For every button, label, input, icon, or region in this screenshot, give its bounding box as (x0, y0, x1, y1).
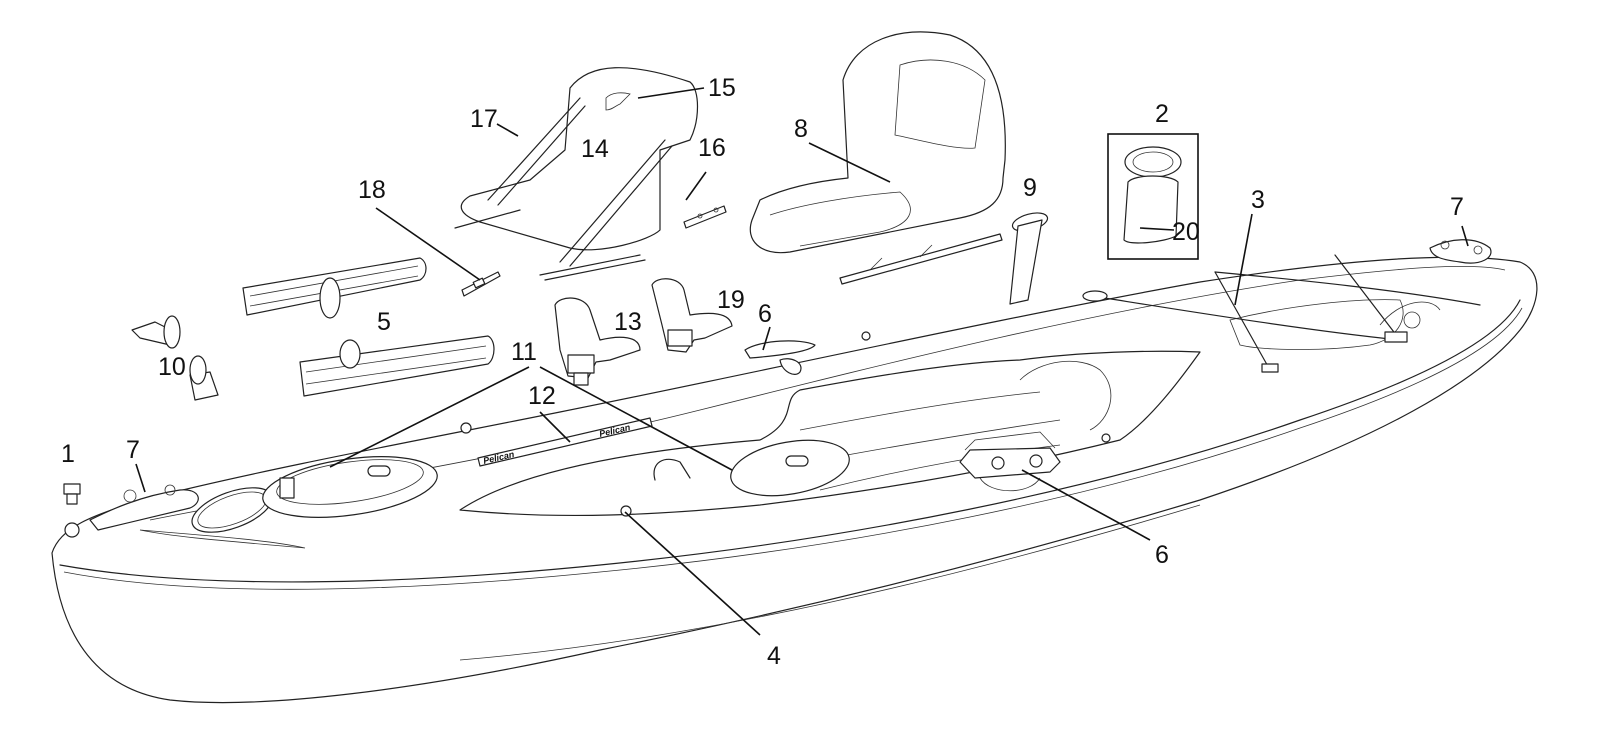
kayak-hull (51, 256, 1538, 704)
frame-seat-part (454, 67, 699, 281)
callout-7-bow: 7 (126, 436, 140, 464)
center-hatch (653, 439, 850, 497)
callout-6-lower: 6 (1155, 541, 1169, 569)
seat-part (749, 31, 1006, 285)
callout-17: 17 (470, 105, 498, 133)
callout-5: 5 (377, 308, 391, 336)
callout-11: 11 (511, 338, 537, 366)
callout-16: 16 (698, 134, 726, 162)
bungee-cords (1082, 254, 1481, 373)
callout-18: 18 (358, 176, 386, 204)
callout-7-stern: 7 (1450, 193, 1464, 221)
callout-19: 19 (717, 286, 745, 314)
leader-lines (135, 87, 1469, 636)
callout-14: 14 (581, 135, 609, 163)
callout-3: 3 (1251, 186, 1265, 214)
seat-bracket-part (683, 205, 727, 229)
rod-holder-13-part (554, 297, 641, 386)
callout-13: 13 (614, 308, 642, 336)
hatch-kit-box (1107, 133, 1199, 260)
brand-text: Pelican (482, 449, 515, 466)
callout-4: 4 (767, 642, 781, 670)
paddle-holder-lower (959, 431, 1061, 491)
callout-12: 12 (528, 382, 556, 410)
drain-plug-part (63, 483, 81, 505)
bow-oval-hatch (191, 487, 273, 533)
callout-labels: 1 2 3 4 5 6 6 7 7 8 9 10 11 12 13 14 15 … (61, 74, 1464, 670)
callout-1: 1 (61, 440, 75, 468)
callout-2: 2 (1155, 100, 1169, 128)
footrest-pedals-part (131, 315, 219, 401)
stern-carry-handle (1429, 239, 1492, 264)
footrest-rails-part (242, 257, 495, 397)
buckle-strap-part (461, 271, 501, 297)
callout-8: 8 (794, 115, 808, 143)
deck-loops (460, 331, 1111, 517)
bow-carry-handle (64, 484, 199, 538)
flush-rod-holder-part (1009, 212, 1049, 305)
callout-15: 15 (708, 74, 736, 102)
paddle-holder-upper (744, 340, 816, 375)
callout-6-upper: 6 (758, 300, 772, 328)
bow-round-hatch (262, 456, 438, 518)
callout-9: 9 (1023, 174, 1037, 202)
rod-holder-19-part (651, 278, 733, 353)
callout-20: 20 (1172, 218, 1200, 246)
callout-10: 10 (158, 353, 186, 381)
brand-text: Pelican (598, 422, 631, 439)
ruler-decal: Pelican Pelican (477, 417, 653, 467)
